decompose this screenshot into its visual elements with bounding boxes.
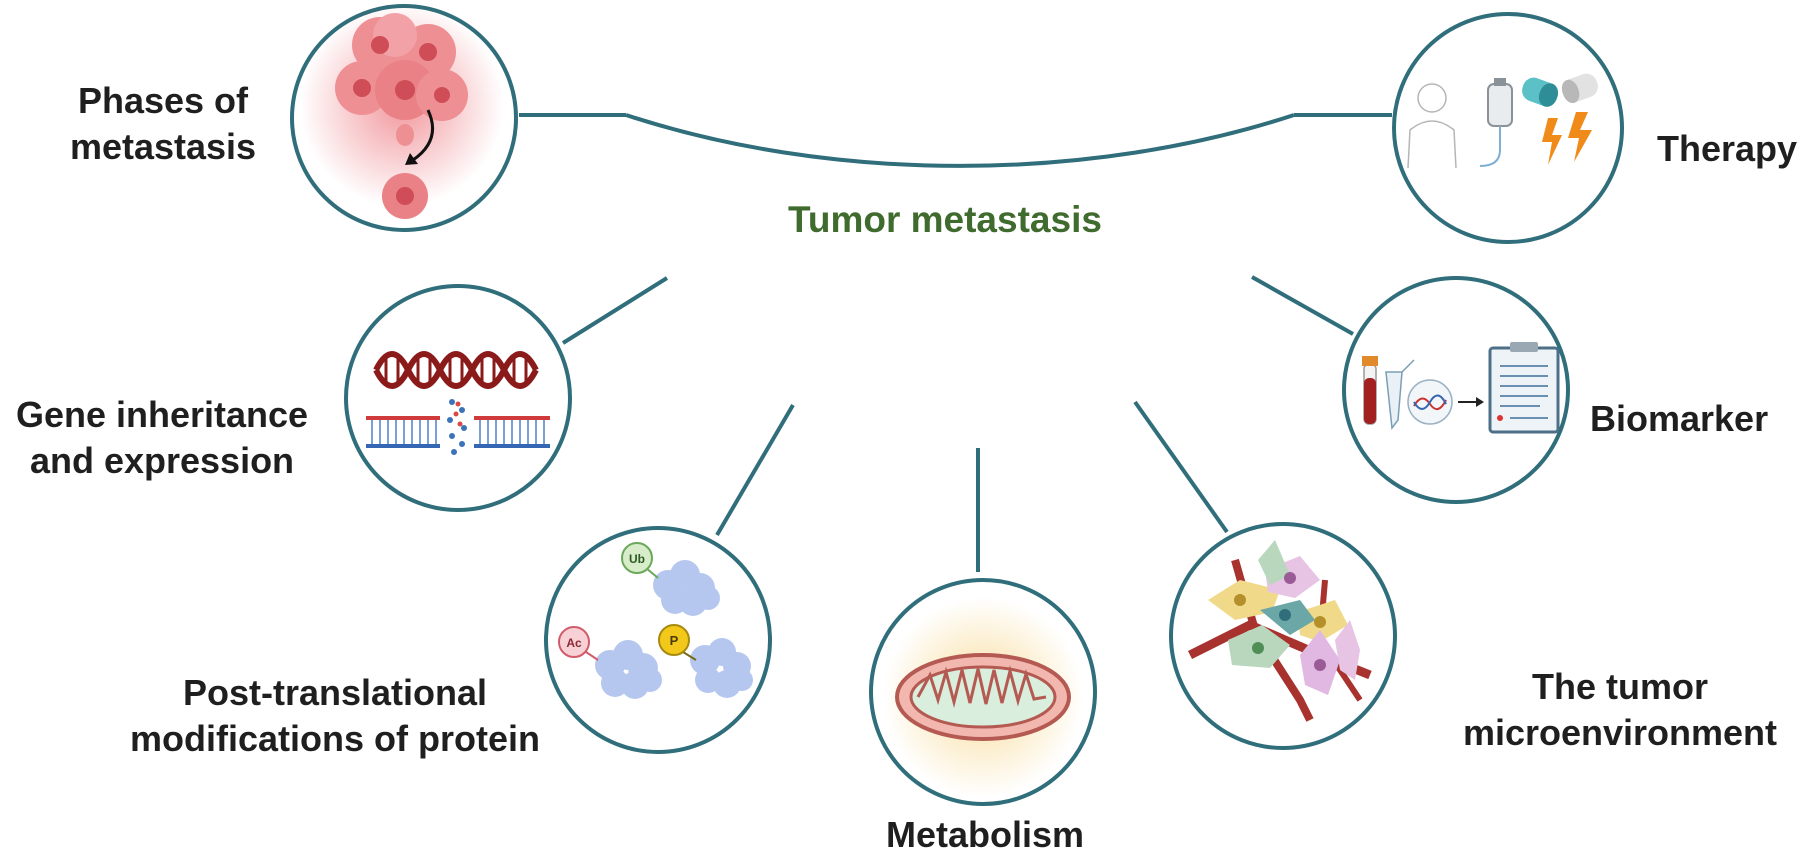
label-tme-line1: The tumor xyxy=(1532,666,1708,707)
label-gene-line1: Gene inheritance xyxy=(15,394,309,435)
ac-tag: Ac xyxy=(566,636,582,650)
tissue-cells-icon xyxy=(1169,522,1397,750)
diagram-title: Tumor metastasis xyxy=(788,199,1102,240)
therapy-icon xyxy=(1392,12,1624,244)
label-phases-of-metastasis: Phases of metastasis xyxy=(52,78,274,170)
ub-tag: Ub xyxy=(629,552,645,566)
label-gene-line2: and expression xyxy=(29,440,295,481)
protein-modification-icon: Ub Ac P xyxy=(544,526,772,754)
label-tme-line2: microenvironment xyxy=(1462,712,1778,753)
hub-connectors xyxy=(519,113,1392,572)
label-gene-inheritance: Gene inheritance and expression xyxy=(0,392,324,484)
label-metabolism: Metabolism xyxy=(870,812,1100,858)
connector-biomarker xyxy=(1251,275,1354,336)
biomarker-test-icon xyxy=(1342,276,1570,504)
connector-gene xyxy=(561,276,669,345)
p-tag: P xyxy=(670,633,679,648)
label-therapy: Therapy xyxy=(1657,126,1797,172)
label-biomarker: Biomarker xyxy=(1590,396,1768,442)
label-post-translational: Post-translational modifications of prot… xyxy=(110,670,560,762)
label-phases-line1: Phases of xyxy=(77,80,249,121)
label-phases-line2: metastasis xyxy=(69,126,257,167)
label-tumor-microenvironment: The tumor microenvironment xyxy=(1440,664,1800,756)
hub-arc xyxy=(625,113,1295,168)
dna-helix-icon xyxy=(344,284,572,512)
label-therapy-line1: Therapy xyxy=(1657,128,1798,169)
label-ptm-line2: modifications of protein xyxy=(130,718,540,759)
label-metabolism-line1: Metabolism xyxy=(885,814,1085,855)
label-biomarker-line1: Biomarker xyxy=(1590,398,1769,439)
mitochondrion-icon xyxy=(869,578,1097,806)
label-ptm-line1: Post-translational xyxy=(182,672,488,713)
connector-ptm xyxy=(715,403,795,537)
cancer-cell-cluster-icon xyxy=(290,3,518,232)
connector-tme xyxy=(1133,400,1229,534)
